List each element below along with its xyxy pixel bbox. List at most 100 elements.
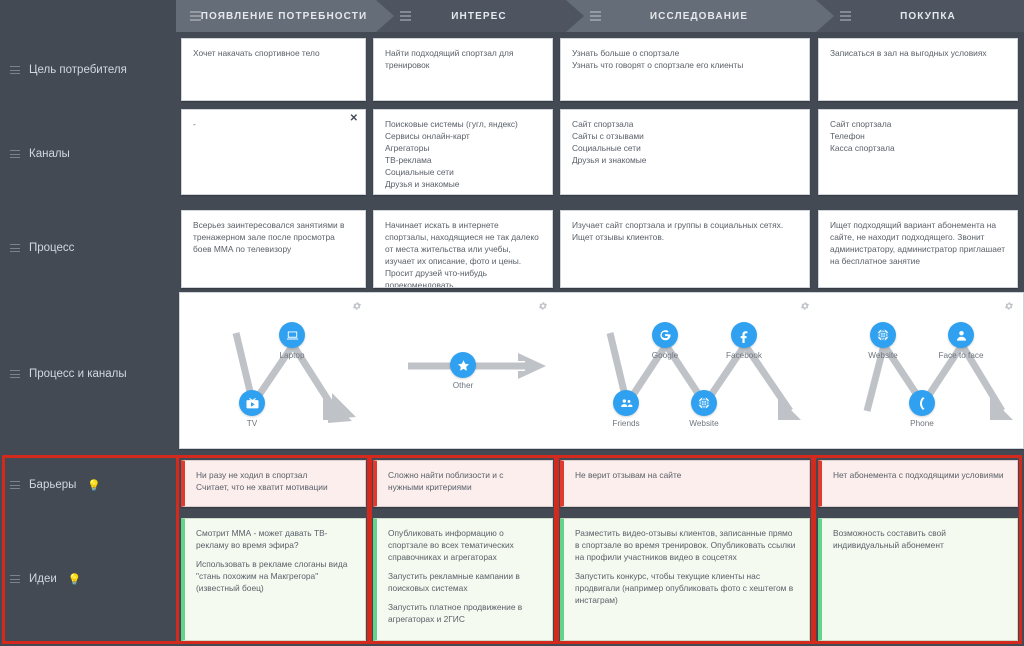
friends-icon[interactable] <box>613 390 639 416</box>
goal-line: Записаться в зал на выгодных условиях <box>830 48 987 58</box>
channels-line: Социальные сети <box>385 166 454 177</box>
lightbulb-icon: 💡 <box>87 479 102 492</box>
channels-line: Касса спортзала <box>830 142 895 153</box>
row-label-barriers[interactable]: Барьеры 💡 <box>0 477 176 493</box>
channels-card[interactable]: Сайт спортзала Сайты с отзывами Социальн… <box>560 109 810 195</box>
row-label-text: Каналы <box>29 148 70 160</box>
goal-line: Узнать что говорят о спортзале его клиен… <box>572 59 744 70</box>
goal-card[interactable]: Найти подходящий спортзал для тренировок <box>373 38 553 101</box>
stage-tab-3[interactable]: ИССЛЕДОВАНИЕ <box>566 0 816 32</box>
idea-paragraph: Смотрит ММА - может давать ТВ-рекламу во… <box>196 528 328 550</box>
barrier-card[interactable]: Не верит отзывам на сайте <box>560 460 810 507</box>
process-card[interactable]: Всерьез заинтересовался занятиями в трен… <box>181 210 366 288</box>
close-icon[interactable]: ✕ <box>349 113 358 124</box>
hamburger-icon[interactable] <box>10 481 20 489</box>
channels-line: Друзья и знакомые <box>385 178 460 189</box>
stage-tab-label: ПОКУПКА <box>900 10 956 22</box>
hamburger-icon[interactable] <box>190 11 201 21</box>
flow-panel[interactable] <box>179 292 1024 449</box>
goal-card[interactable]: Хочет накачать спортивное тело <box>181 38 366 101</box>
flow-node-label: Friends <box>612 419 640 428</box>
channels-line: Телефон <box>830 130 865 141</box>
tv-icon[interactable] <box>239 390 265 416</box>
idea-card[interactable]: Разместить видео-отзывы клиентов, записа… <box>560 518 810 641</box>
row-label-text: Цель потребителя <box>29 64 127 76</box>
row-label-text: Процесс <box>29 242 75 254</box>
hamburger-icon[interactable] <box>10 150 20 158</box>
gear-icon[interactable] <box>800 298 810 310</box>
gear-icon[interactable] <box>538 298 548 310</box>
gear-icon[interactable] <box>352 298 362 310</box>
row-label-channels[interactable]: Каналы <box>0 146 176 162</box>
hamburger-icon[interactable] <box>840 11 851 21</box>
barrier-card[interactable]: Ни разу не ходил в спортзал Считает, что… <box>181 460 366 507</box>
channels-line: Сервисы онлайн-карт <box>385 130 470 141</box>
flow-node-label: Website <box>689 419 719 428</box>
row-label-text: Барьеры <box>29 479 77 491</box>
person-icon[interactable] <box>948 322 974 348</box>
facebook-icon[interactable] <box>731 322 757 348</box>
process-card[interactable]: Изучает сайт спортзала и группы в социал… <box>560 210 810 288</box>
process-text: Изучает сайт спортзала и группы в социал… <box>572 220 784 242</box>
idea-card[interactable]: Возможность составить свой индивидуальны… <box>818 518 1018 641</box>
stage-chevron-1 <box>376 0 394 32</box>
google-icon[interactable] <box>652 322 678 348</box>
phone-icon[interactable] <box>909 390 935 416</box>
channels-card[interactable]: Сайт спортзала Телефон Касса спортзала <box>818 109 1018 195</box>
flow-connectors <box>232 332 1013 423</box>
idea-paragraph: Запустить конкурс, чтобы текущие клиенты… <box>575 570 794 605</box>
flow-node-label: Phone <box>910 419 934 428</box>
goal-line: Узнать больше о спортзале <box>572 48 680 58</box>
globe-icon[interactable] <box>870 322 896 348</box>
flow-node-label: TV <box>246 419 258 428</box>
barrier-line: Нет абонемента с подходящими условиями <box>833 470 1004 480</box>
hamburger-icon[interactable] <box>400 11 411 21</box>
star-icon[interactable] <box>450 352 476 378</box>
flow-node-label: Face to face <box>938 351 984 360</box>
idea-card[interactable]: Смотрит ММА - может давать ТВ-рекламу во… <box>181 518 366 641</box>
stage-chevron-2 <box>566 0 584 32</box>
hamburger-icon[interactable] <box>10 575 20 583</box>
process-text: Всерьез заинтересовался занятиями в трен… <box>193 220 345 254</box>
hamburger-icon[interactable] <box>10 370 20 378</box>
lightbulb-icon: 💡 <box>67 573 82 586</box>
idea-paragraph: Запустить платное продвижение в агрегато… <box>388 601 523 624</box>
stage-tab-2[interactable]: ИНТЕРЕС <box>376 0 566 32</box>
idea-paragraph: Возможность составить свой индивидуальны… <box>833 528 946 550</box>
process-card[interactable]: Ищет подходящий вариант абонемента на са… <box>818 210 1018 288</box>
channels-line: Социальные сети <box>572 142 641 153</box>
stage-tab-1[interactable]: ПОЯВЛЕНИЕ ПОТРЕБНОСТИ <box>176 0 376 32</box>
process-card[interactable]: Начинает искать в интернете спортзалы, н… <box>373 210 553 288</box>
gear-icon[interactable] <box>1004 298 1014 310</box>
hamburger-icon[interactable] <box>10 66 20 74</box>
channels-line: Сайт спортзала <box>830 119 892 129</box>
flow-node-label: Other <box>452 381 474 390</box>
row-label-process-channels[interactable]: Процесс и каналы <box>0 366 176 382</box>
hamburger-icon[interactable] <box>10 244 20 252</box>
goal-card[interactable]: Записаться в зал на выгодных условиях <box>818 38 1018 101</box>
flow-node-label: Website <box>868 351 898 360</box>
row-label-process[interactable]: Процесс <box>0 240 176 256</box>
row-label-goal[interactable]: Цель потребителя <box>0 62 176 78</box>
barrier-line: Сложно найти поблизости и с нужными крит… <box>388 470 504 492</box>
laptop-icon[interactable] <box>279 322 305 348</box>
row-label-text: Процесс и каналы <box>29 368 127 380</box>
row-label-ideas[interactable]: Идеи 💡 <box>0 571 176 587</box>
stage-tab-label: ИНТЕРЕС <box>451 10 507 22</box>
idea-card[interactable]: Опубликовать информацию о спортзале во в… <box>373 518 553 641</box>
barrier-card[interactable]: Сложно найти поблизости и с нужными крит… <box>373 460 553 507</box>
channels-card[interactable]: ✕ - <box>181 109 366 195</box>
channels-card[interactable]: Поисковые системы (гугл, яндекс) Сервисы… <box>373 109 553 195</box>
channels-line: Агрегаторы <box>385 142 430 153</box>
channels-line: Сайты с отзывами <box>572 130 644 141</box>
goal-card[interactable]: Узнать больше о спортзале Узнать что гов… <box>560 38 810 101</box>
hamburger-icon[interactable] <box>590 11 601 21</box>
globe-icon[interactable] <box>691 390 717 416</box>
flow-node-label: Laptop <box>279 351 305 360</box>
idea-paragraph: Использовать в рекламе слоганы вида "ста… <box>196 558 348 593</box>
barrier-line: Не верит отзывам на сайте <box>575 470 682 480</box>
barrier-line: Ни разу не ходил в спортзал <box>196 470 308 480</box>
channels-line: Сайт спортзала <box>572 119 634 129</box>
barrier-card[interactable]: Нет абонемента с подходящими условиями <box>818 460 1018 507</box>
stage-tab-4[interactable]: ПОКУПКА <box>816 0 1024 32</box>
